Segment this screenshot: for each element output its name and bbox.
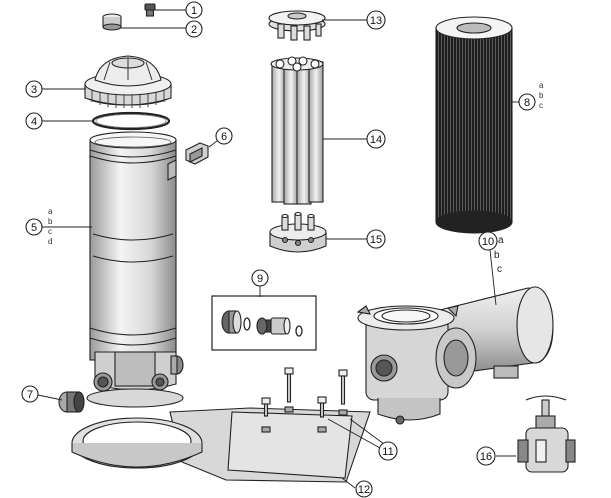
callout-8-variant-b: b	[539, 91, 544, 100]
callout-3: 3	[25, 80, 43, 98]
callout-11: 11	[378, 441, 398, 461]
part-1-plug	[144, 3, 156, 17]
callout-8: 8 a b c	[518, 81, 544, 111]
callout-7: 7	[21, 385, 39, 403]
callout-14-label: 14	[370, 134, 382, 146]
part-16-valve	[517, 395, 576, 473]
callout-5: 5 a b c d	[25, 207, 53, 246]
callout-4: 4	[25, 112, 43, 130]
part-7-drain-plug	[58, 391, 85, 413]
callout-6: 6	[215, 127, 233, 145]
callout-7-label: 7	[27, 389, 33, 401]
callout-5-variant-b: b	[48, 217, 53, 226]
callout-9-label: 9	[257, 273, 263, 285]
part-12-base-plate	[71, 407, 371, 483]
fitting-elbow	[256, 317, 291, 335]
callout-8-variant-c: c	[539, 101, 543, 110]
callout-10-variant-c: c	[497, 264, 502, 275]
part-3-tank-lid	[84, 55, 172, 108]
callout-13: 13	[366, 10, 386, 30]
callout-2: 2	[185, 20, 203, 38]
fitting-nut	[221, 310, 242, 334]
part-5-filter-tank	[86, 131, 184, 408]
callout-11-label: 11	[382, 446, 393, 458]
callout-5-label: 5	[31, 222, 37, 234]
callout-4-label: 4	[31, 116, 37, 128]
bolt-1	[284, 367, 294, 403]
callout-16-label: 16	[480, 451, 492, 463]
callout-2-label: 2	[191, 24, 197, 36]
part-8-filter-cartridge	[435, 16, 513, 234]
callout-5-variant-a: a	[48, 207, 53, 216]
part-10-pump-motor	[356, 286, 554, 425]
part-13-top-manifold	[268, 10, 326, 41]
callout-9: 9	[251, 269, 269, 287]
part-6-clip	[167, 142, 209, 181]
part-9-fitting-kit	[211, 286, 317, 351]
callout-6-label: 6	[221, 131, 227, 143]
part-2-knob	[102, 13, 122, 31]
callout-16: 16	[476, 446, 496, 466]
callout-1-label: 1	[191, 5, 197, 17]
callout-10: 10 a b c	[478, 231, 504, 275]
callout-12: 12	[355, 480, 373, 498]
callout-5-variant-d: d	[48, 237, 52, 246]
callout-15: 15	[366, 229, 386, 249]
part-11-bolts-nuts	[261, 367, 385, 449]
callout-10-variant-b: b	[494, 250, 500, 261]
part-14-filter-tubes	[270, 56, 324, 205]
callout-8-label: 8	[524, 97, 530, 109]
part-15-bottom-manifold	[269, 211, 327, 253]
leader-lines	[37, 9, 520, 489]
bolt-2	[338, 369, 348, 405]
callout-1: 1	[185, 1, 203, 19]
bolt-3	[261, 397, 271, 417]
callout-13-label: 13	[370, 15, 382, 27]
callout-10-variant-a: a	[498, 235, 504, 246]
callout-15-label: 15	[370, 234, 382, 246]
callout-8-variant-a: a	[539, 81, 544, 90]
callout-12-label: 12	[358, 484, 370, 496]
bolt-4	[317, 396, 327, 418]
callout-5-variant-c: c	[48, 227, 52, 236]
callout-10-label: 10	[482, 236, 494, 248]
callout-14: 14	[366, 129, 386, 149]
callout-3-label: 3	[31, 84, 37, 96]
part-4-o-ring	[91, 111, 171, 131]
